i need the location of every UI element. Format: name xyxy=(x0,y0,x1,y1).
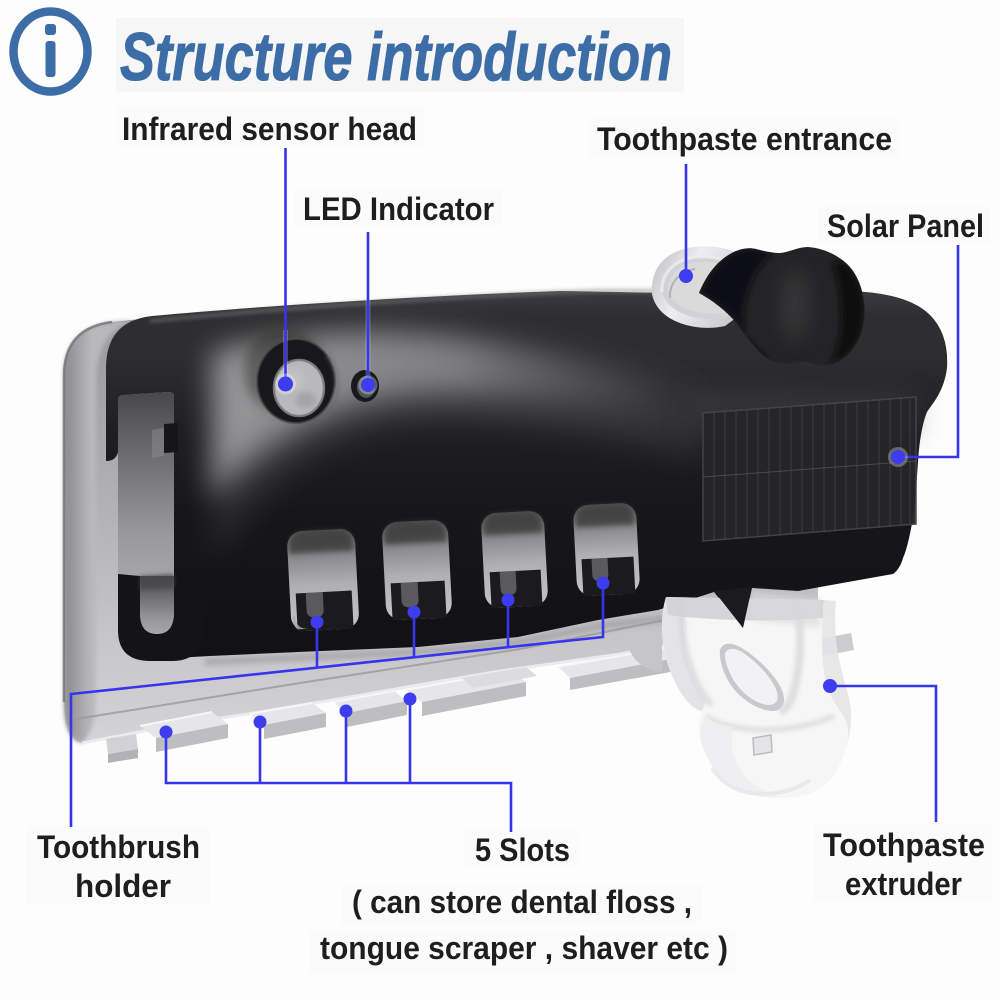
svg-text:tongue scraper , shaver etc ): tongue scraper , shaver etc ) xyxy=(320,930,728,966)
svg-text:Toothbrush: Toothbrush xyxy=(37,829,200,865)
svg-text:LED Indicator: LED Indicator xyxy=(303,191,494,227)
svg-text:extruder: extruder xyxy=(845,866,962,902)
svg-text:Toothpaste entrance: Toothpaste entrance xyxy=(597,121,892,157)
svg-text:5 Slots: 5 Slots xyxy=(475,832,570,868)
svg-text:( can store dental floss ,: ( can store dental floss , xyxy=(352,884,692,920)
svg-text:Toothpaste: Toothpaste xyxy=(823,827,985,863)
svg-text:Structure introduction: Structure introduction xyxy=(120,19,672,95)
svg-text:Solar Panel: Solar Panel xyxy=(827,208,984,244)
svg-text:holder: holder xyxy=(75,868,171,904)
svg-text:Infrared sensor head: Infrared sensor head xyxy=(122,111,417,147)
